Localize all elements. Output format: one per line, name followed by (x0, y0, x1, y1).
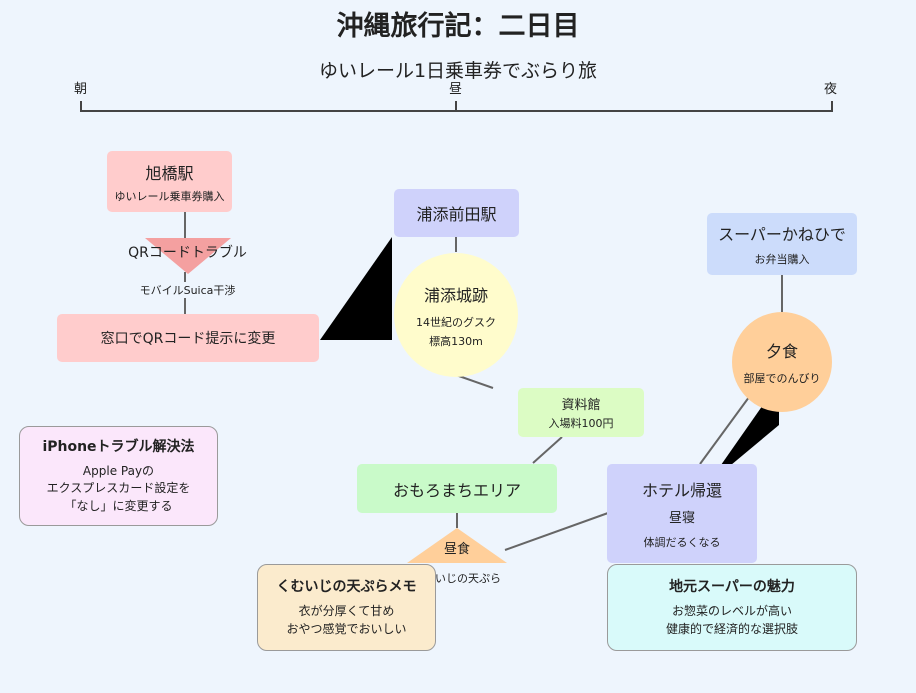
node-museum: 資料館 入場料100円 (518, 388, 644, 437)
window-qr-label: 窓口でQRコード提示に変更 (100, 331, 276, 347)
node-dinner: 夕食 部屋でのんびり (732, 312, 832, 412)
edge-museum-omoromachi (532, 436, 563, 464)
edge-dinner-hotel (699, 392, 753, 465)
qr-trouble-label: QRコードトラブル (128, 245, 247, 261)
diagram-subtitle: ゆいレール1日乗車券でぶらり旅 (318, 60, 598, 82)
note-local-super-line1: お惣菜のレベルが高い (671, 604, 792, 619)
urasoe-castle-shape (394, 253, 518, 377)
note-iphone-trouble-fix: iPhoneトラブル解決法 Apple Payの エクスプレスカード設定を 「な… (19, 426, 218, 526)
hotel-title: ホテル帰還 (641, 481, 722, 500)
urasoe-castle-line1: 14世紀のグスク (416, 315, 496, 329)
note-tempura-title: くむいじの天ぷらメモ (276, 578, 417, 595)
note-local-supermarket: 地元スーパーの魅力 お惣菜のレベルが高い 健康的で経済的な選択肢 (607, 564, 857, 651)
note-tempura-line1: 衣が分厚くて甘め (298, 604, 395, 619)
timeline-mid-label: 昼 (449, 82, 463, 97)
omoromachi-label: おもろまちエリア (392, 480, 521, 500)
note-iphone-line2: エクスプレスカード設定を (46, 481, 191, 496)
supermarket-title: スーパーかねひで (718, 225, 846, 244)
hotel-line2: 体調だるくなる (643, 536, 721, 549)
dinner-shape (732, 312, 832, 412)
arrowhead-window-to-maeda (320, 237, 392, 340)
note-local-super-line2: 健康的で経済的な選択肢 (665, 621, 798, 636)
node-supermarket-kanehide: スーパーかねひで お弁当購入 (707, 213, 857, 275)
note-iphone-line1: Apple Payの (82, 464, 155, 479)
arrowhead-hotel-to-dinner (707, 382, 779, 485)
edge-lunch-hotel (504, 512, 609, 551)
timeline-end-label: 夜 (824, 82, 838, 97)
asahibashi-sub: ゆいレール乗車券購入 (114, 189, 225, 203)
diagram-title: 沖縄旅行記：二日目 (336, 11, 580, 42)
mobile-suica-label: モバイルSuica干渉 (115, 282, 260, 298)
museum-title: 資料館 (561, 398, 601, 413)
lunch-label: 昼食 (443, 542, 470, 557)
edge-castle-museum (455, 374, 494, 389)
node-asahibashi-station: 旭橋駅 ゆいレール乗車券購入 (107, 151, 232, 212)
urasoe-maeda-label: 浦添前田駅 (416, 205, 497, 224)
dinner-title: 夕食 (765, 342, 798, 361)
node-hotel-return: ホテル帰還 昼寝 体調だるくなる (607, 464, 757, 563)
note-tempura-line2: おやつ感覚でおいしい (286, 621, 407, 636)
urasoe-castle-line2: 標高130m (429, 334, 483, 348)
dinner-sub: 部屋でのんびり (743, 372, 821, 385)
node-window-qr: 窓口でQRコード提示に変更 (57, 314, 319, 362)
urasoe-castle-title: 浦添城跡 (423, 285, 488, 305)
asahibashi-title: 旭橋駅 (145, 163, 194, 183)
note-iphone-title: iPhoneトラブル解決法 (42, 438, 195, 455)
lunch-sub-label: いじの天ぷら (435, 572, 501, 585)
node-urasoe-castle: 浦添城跡 14世紀のグスク 標高130m (394, 253, 518, 377)
note-iphone-line3: 「なし」に変更する (64, 498, 173, 513)
node-omoromachi-area: おもろまちエリア (357, 464, 557, 513)
lunch-shape (407, 528, 507, 563)
node-urasoe-maeda-station: 浦添前田駅 (394, 189, 519, 237)
museum-sub: 入場料100円 (548, 417, 614, 430)
note-local-super-title: 地元スーパーの魅力 (669, 578, 795, 595)
hotel-line1: 昼寝 (668, 511, 695, 526)
qr-trouble-shape (145, 238, 231, 274)
timeline-start-label: 朝 (74, 82, 88, 97)
supermarket-sub: お弁当購入 (754, 253, 810, 266)
note-tempura-memo: くむいじの天ぷらメモ 衣が分厚くて甘め おやつ感覚でおいしい (257, 564, 436, 651)
